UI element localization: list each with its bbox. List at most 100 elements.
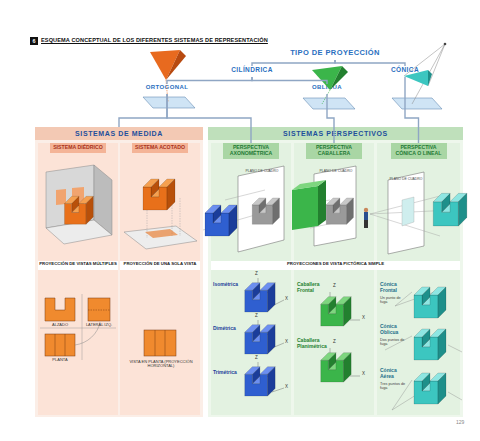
drawing-g	[385, 290, 462, 410]
drawing-circle	[444, 43, 447, 46]
drawing-polygon	[150, 50, 180, 80]
drawing-line	[300, 200, 330, 205]
drawing-line	[330, 348, 331, 356]
drawing-polygon	[72, 187, 84, 205]
drawing-g	[203, 166, 284, 252]
drawing-polygon	[143, 97, 195, 108]
drawing-line	[258, 278, 259, 290]
drawing-polygon	[330, 66, 348, 90]
node-text: CILÍNDRICA	[222, 66, 282, 74]
drawing-line	[165, 330, 166, 356]
drawing-line	[155, 330, 156, 356]
drawing-polygon	[166, 50, 186, 80]
drawing-use	[414, 287, 446, 318]
drawing-g	[392, 43, 446, 109]
drawing-line	[330, 292, 331, 300]
tree-connector	[335, 60, 405, 66]
drawing-use	[205, 205, 237, 236]
drawing-g	[46, 165, 112, 244]
drawing-line	[404, 44, 445, 76]
system-column: PERSPECTIVA AXONOMÉTRICA	[211, 143, 291, 415]
drawing-line	[392, 380, 440, 410]
drawing-use	[414, 329, 446, 360]
drawing-polygon	[314, 166, 356, 246]
drawing-line	[82, 294, 83, 360]
tree-connector	[119, 94, 167, 127]
page-title: ESQUEMA CONCEPTUAL DE LOS DIFERENTES SIS…	[41, 37, 341, 43]
drawing-rect	[88, 298, 110, 321]
drawing-polygon	[292, 180, 326, 190]
drawing-path	[75, 322, 100, 345]
drawing-line	[448, 345, 462, 352]
drawing-g	[364, 172, 467, 254]
drawing-line	[448, 392, 462, 400]
drawing-polygon	[124, 226, 197, 249]
drawing-polygon	[45, 298, 75, 321]
node-text: ORTOGONAL	[138, 84, 196, 91]
drawing-use	[326, 198, 353, 224]
system-column: SISTEMA ACOTADO	[120, 143, 200, 415]
drawing-rect	[38, 261, 118, 270]
drawing-polygon	[46, 165, 94, 228]
node-text: CÓNICA	[382, 66, 428, 74]
drawing-line	[272, 343, 284, 348]
projection-type-heading: TIPO DE PROYECCIÓN	[280, 48, 390, 60]
drawing-line	[428, 44, 445, 86]
drawing-line	[225, 190, 265, 200]
drawing-line	[147, 210, 148, 238]
system-column: PERSPECTIVA CÓNICA O LINEAL	[377, 143, 460, 415]
drawing-use	[252, 198, 279, 224]
drawing-line	[392, 380, 412, 410]
tree-connector	[167, 77, 252, 84]
tree-connector	[167, 94, 251, 143]
drawing-polygon	[318, 180, 326, 226]
drawing-use	[433, 193, 467, 226]
drawing-line	[350, 376, 360, 377]
drawing-g	[144, 330, 176, 356]
tree-connector	[252, 60, 335, 66]
drawing-g	[303, 66, 355, 109]
projection-subtype-label: ORTOGONAL	[138, 84, 196, 94]
drawing-line	[385, 336, 412, 350]
drawing-line	[203, 215, 255, 230]
drawing-line	[258, 362, 259, 374]
section-number: 6	[30, 38, 38, 44]
drawing-line	[172, 205, 173, 236]
drawing-polygon	[402, 197, 414, 226]
projection-class-label: CÓNICA	[382, 66, 428, 77]
node-text: TIPO DE PROYECCIÓN	[280, 48, 390, 57]
drawing-use	[245, 325, 275, 354]
column-heading: PERSPECTIVA CÓNICA O LINEAL	[391, 143, 447, 159]
drawing-polygon	[56, 189, 66, 205]
column-heading: SISTEMA ACOTADO	[132, 143, 188, 153]
band-heading: SISTEMAS DE MEDIDA	[35, 127, 203, 140]
drawing-g	[45, 298, 110, 356]
drawing-line	[88, 310, 110, 311]
drawing-line	[370, 210, 452, 214]
drawing-use	[414, 373, 446, 404]
drawing-rect	[30, 37, 38, 45]
column-heading: PERSPECTIVA CABALLERA	[306, 143, 362, 159]
tree-connector	[405, 77, 419, 143]
drawing-polygon	[392, 98, 442, 109]
drawing-line	[350, 320, 360, 321]
column-heading: PERSPECTIVA AXONOMÉTRICA	[223, 143, 279, 159]
column-heading: SISTEMA DIÉDRICO	[50, 143, 106, 153]
drawing-line	[166, 80, 168, 102]
tree-connector	[252, 77, 327, 84]
drawing-g	[143, 50, 195, 108]
drawing-use	[65, 196, 94, 224]
drawing-rect	[364, 212, 368, 220]
drawing-line	[412, 44, 445, 104]
drawing-rect	[45, 334, 75, 356]
projection-class-label: CILÍNDRICA	[222, 66, 282, 77]
drawing-polygon	[46, 220, 112, 244]
drawing-g	[330, 292, 360, 376]
drawing-rect	[144, 330, 176, 356]
drawing-circle	[364, 208, 368, 212]
drawing-line	[258, 320, 259, 332]
drawing-polygon	[428, 70, 432, 86]
drawing-use	[245, 367, 275, 396]
